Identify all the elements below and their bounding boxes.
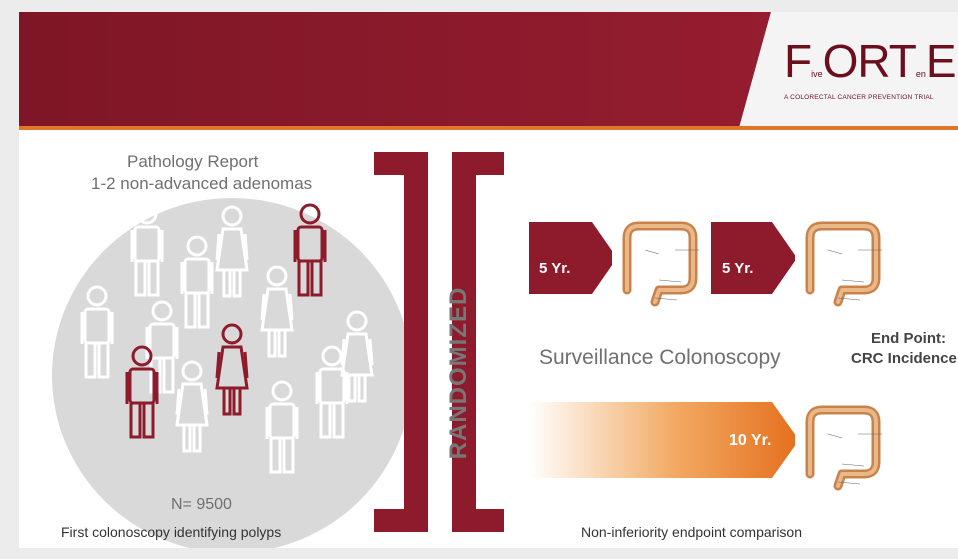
five-year-arrow-1 bbox=[529, 222, 617, 294]
person-icon bbox=[175, 360, 209, 453]
randomization-brackets bbox=[374, 152, 504, 532]
adenomas-heading: 1-2 non-advanced adenomas bbox=[91, 174, 313, 193]
orange-divider bbox=[19, 126, 958, 130]
person-icon-highlighted bbox=[293, 203, 327, 297]
person-icon bbox=[180, 235, 214, 329]
surveillance-colonoscopy-label: Surveillance Colonoscopy bbox=[539, 346, 781, 369]
banner-shape bbox=[19, 12, 958, 128]
arm1-interval-2: 5 Yr. bbox=[722, 260, 754, 277]
logo-letters-ort: ORT bbox=[822, 35, 917, 87]
arm1-interval-1: 5 Yr. bbox=[539, 260, 571, 277]
logo-small-en: en bbox=[915, 69, 926, 79]
person-icon bbox=[260, 265, 294, 358]
logo-tagline: A COLORECTAL CANCER PREVENTION TRIAL bbox=[784, 94, 934, 101]
population-figures bbox=[80, 203, 374, 474]
person-icon bbox=[145, 300, 179, 394]
right-bracket bbox=[452, 152, 504, 532]
slide: FiveORTenE A COLORECTAL CANCER PREVENTIO… bbox=[19, 12, 958, 548]
population-circle bbox=[52, 198, 412, 548]
sample-size-label: N= 9500 bbox=[171, 496, 232, 513]
logo-letter-f: F bbox=[784, 35, 812, 87]
endpoint-value: CRC Incidence bbox=[851, 350, 957, 367]
trial-arms bbox=[529, 216, 958, 498]
endpoint-label: End Point: bbox=[871, 330, 946, 347]
non-inferiority-caption: Non-inferiority endpoint comparison bbox=[581, 524, 802, 540]
person-icon bbox=[215, 205, 249, 298]
first-colonoscopy-caption: First colonoscopy identifying polyps bbox=[61, 524, 282, 540]
logo-small-ive: ive bbox=[811, 69, 823, 79]
person-icon bbox=[80, 285, 114, 379]
person-icon bbox=[130, 203, 164, 297]
five-year-arrow-2 bbox=[711, 222, 797, 294]
header-banner: FiveORTenE A COLORECTAL CANCER PREVENTIO… bbox=[19, 12, 958, 128]
pathology-report-heading: Pathology Report bbox=[127, 152, 259, 171]
logo-letter-e: E bbox=[925, 35, 957, 87]
randomized-label: RANDOMIZED bbox=[445, 286, 472, 460]
ten-year-arrow bbox=[529, 402, 799, 478]
person-icon bbox=[265, 380, 299, 474]
arm2-interval: 10 Yr. bbox=[729, 432, 772, 449]
left-bracket bbox=[374, 152, 428, 532]
person-icon-highlighted bbox=[215, 323, 249, 416]
